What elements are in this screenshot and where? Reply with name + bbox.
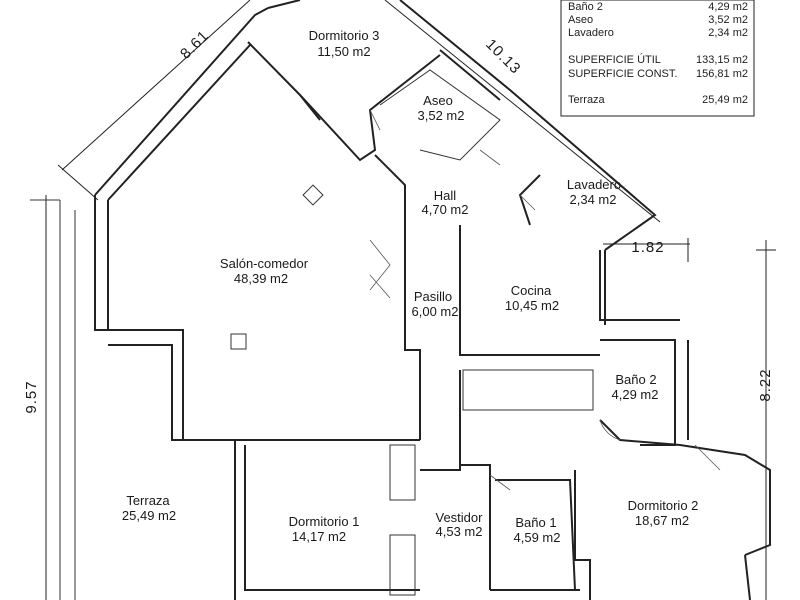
doors [369, 109, 721, 491]
room-area: 48,39 m2 [234, 271, 288, 286]
room-name: Terraza [126, 493, 170, 508]
room-name: Baño 2 [615, 372, 656, 387]
room-name: Dormitorio 2 [628, 498, 699, 513]
room-name: Aseo [423, 93, 453, 108]
room-area: 11,50 m2 [317, 44, 370, 59]
room-area: 10,45 m2 [505, 298, 559, 313]
room-name: Hall [434, 188, 457, 203]
room-area: 6,00 m2 [412, 304, 459, 319]
room-name: Vestidor [436, 510, 484, 525]
legend-total-area: 133,15 m2 [696, 54, 748, 66]
room-area: 2,34 m2 [570, 192, 617, 207]
dimension-lines [45, 0, 776, 600]
dimension-label: 1.82 [631, 239, 664, 256]
legend-row-name: Lavadero [568, 27, 614, 39]
room-name: Dormitorio 1 [289, 514, 360, 529]
legend-row-name: Baño 2 [568, 1, 603, 13]
room-area: 3,52 m2 [418, 108, 465, 123]
dimension-label: 8.61 [177, 27, 212, 62]
dimension-label: 9.57 [23, 380, 40, 413]
room-name: Lavadero [567, 177, 621, 192]
room-area: 25,49 m2 [122, 508, 176, 523]
room-area: 4,70 m2 [422, 202, 469, 217]
room-area: 4,53 m2 [436, 524, 483, 539]
legend-row-area: 4,29 m2 [708, 1, 748, 13]
legend-terraza-area: 25,49 m2 [702, 94, 748, 106]
room-name: Salón-comedor [220, 256, 309, 271]
room-area: 4,29 m2 [612, 387, 659, 402]
room-area: 4,59 m2 [514, 530, 561, 545]
room-name: Pasillo [414, 289, 452, 304]
legend-total-area: 156,81 m2 [696, 68, 748, 80]
legend-row-area: 2,34 m2 [708, 27, 748, 39]
room-name: Cocina [511, 283, 552, 298]
area-legend: Baño 2 4,29 m2 Aseo 3,52 m2 Lavadero 2,3… [560, 0, 755, 117]
legend-total-name: SUPERFICIE CONST. [568, 68, 677, 80]
room-name: Baño 1 [515, 515, 556, 530]
room-area: 18,67 m2 [635, 513, 689, 528]
legend-row-name: Aseo [568, 14, 593, 26]
walls [30, 0, 771, 600]
room-name: Dormitorio 3 [309, 28, 380, 43]
legend-total-name: SUPERFICIE ÚTIL [568, 53, 661, 66]
room-area: 14,17 m2 [292, 529, 346, 544]
dimension-label: 8.22 [757, 368, 774, 401]
room-labels: Dormitorio 3 11,50 m2 Aseo 3,52 m2 Lavad… [122, 28, 699, 545]
column-marker [230, 333, 247, 350]
column-marker [302, 184, 324, 206]
legend-row-area: 3,52 m2 [708, 14, 748, 26]
legend-terraza-name: Terraza [568, 94, 606, 106]
